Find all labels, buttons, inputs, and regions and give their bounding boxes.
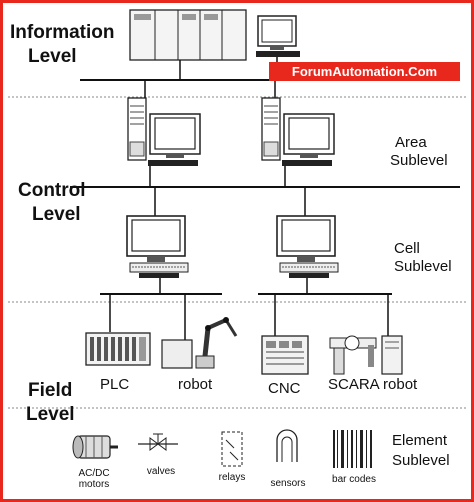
motor-icon [72,435,118,459]
cnc-label: CNC [268,380,301,397]
motors-label-2: motors [78,479,110,490]
information-terminal [256,15,300,57]
relay-icon [221,431,243,467]
area-sublevel-label: Area [395,134,427,151]
sensors-label: sensors [270,478,306,489]
robot-label: robot [178,376,213,393]
cell-workstation [126,215,189,279]
motors-label: AC/DC [78,468,110,479]
cell-sublevel-label-2: Sublevel [394,258,452,275]
scara-robot-label: SCARA robot [328,376,418,393]
control-level-label-2: Level [32,204,81,225]
cnc-machine-icon [261,335,309,375]
area-computer [127,97,201,167]
area-sublevel-label-2: Sublevel [390,152,448,169]
mainframe-computer [129,9,247,61]
plc-icon [85,332,151,366]
valve-icon [138,433,178,451]
area-computer [261,97,335,167]
watermark-banner: ForumAutomation.Com [269,62,460,81]
field-level-label: Field [28,380,73,401]
cell-workstation [276,215,339,279]
scara-robot-icon [329,335,403,375]
barcode-icon [333,430,372,468]
cell-sublevel-label: Cell [394,240,420,257]
plc-label: PLC [100,376,130,393]
valves-label: valves [146,466,176,477]
control-level-label: Control [18,180,86,201]
sensor-icon [276,429,298,462]
element-sublevel-label: Element [392,432,448,449]
field-level-label-2: Level [26,404,75,425]
information-level-label-2: Level [28,46,77,67]
element-sublevel-label-2: Sublevel [392,452,450,469]
robot-arm-icon [161,317,238,369]
barcodes-label: bar codes [332,474,376,485]
information-level-label: Information [10,22,115,43]
relays-label: relays [218,472,246,483]
